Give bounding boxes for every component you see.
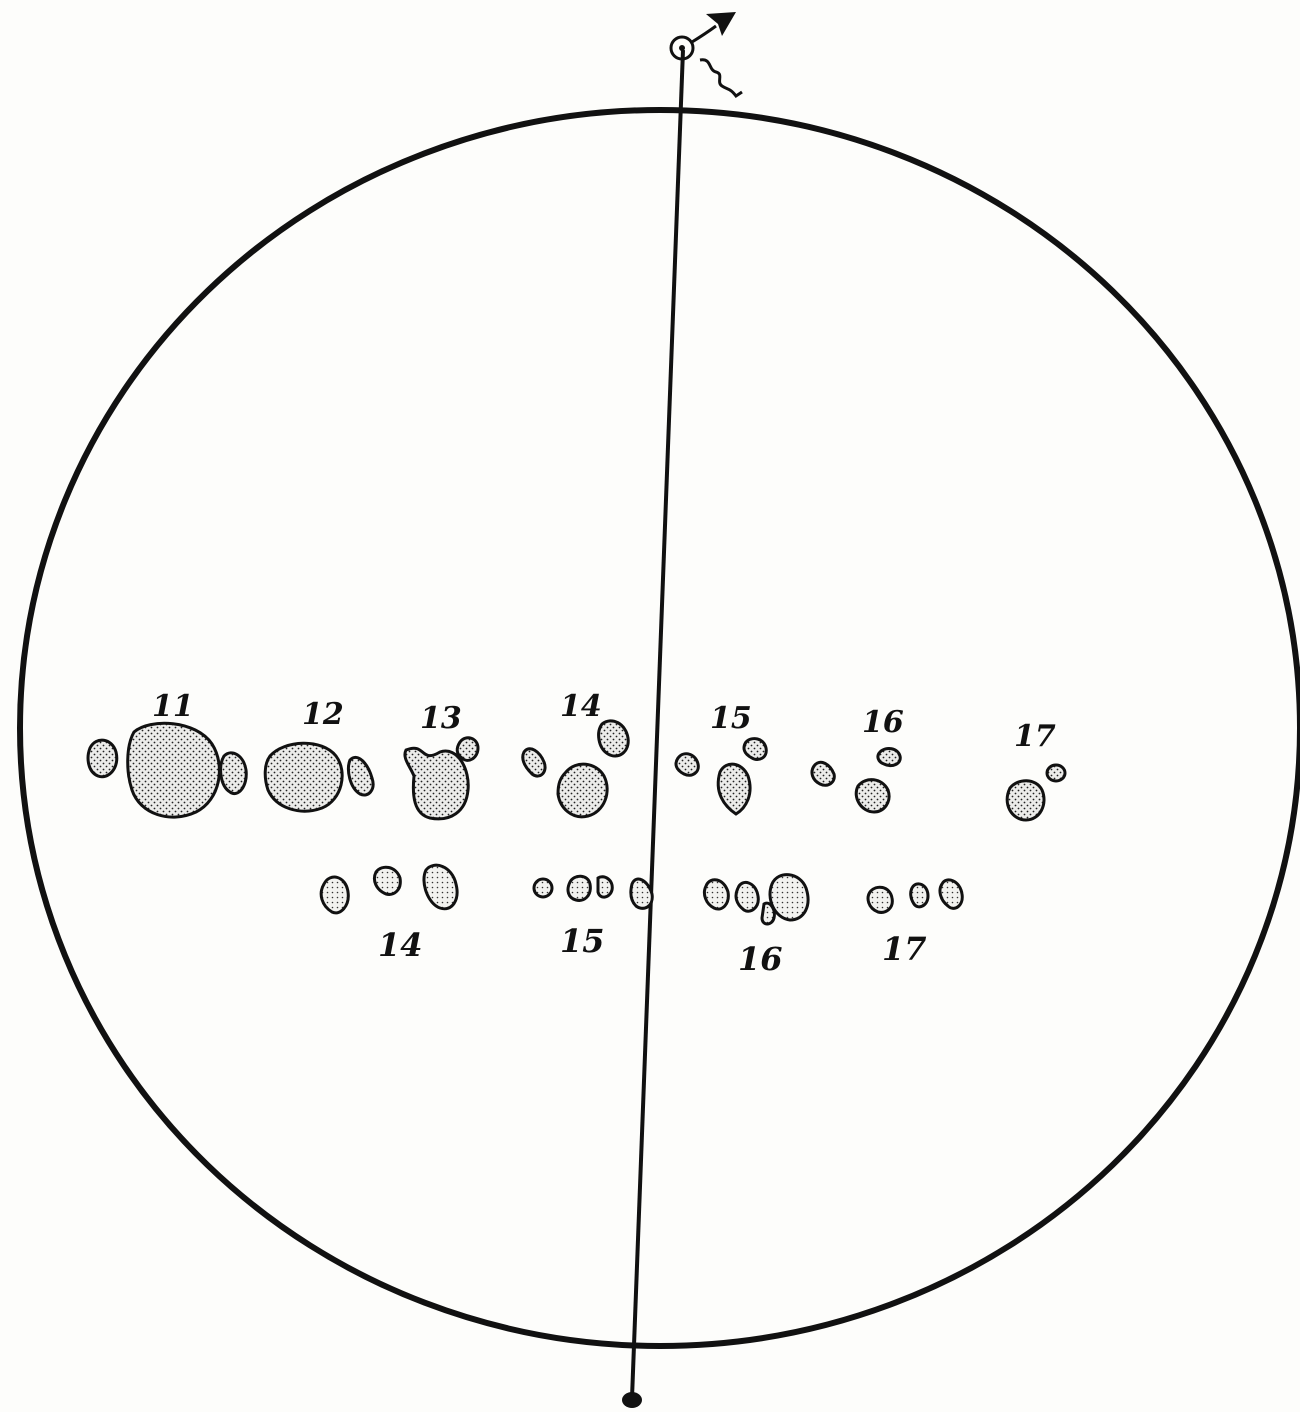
spot [736, 882, 758, 911]
spot [534, 879, 552, 897]
spot [598, 877, 612, 897]
spot [911, 884, 928, 907]
day-label: 13 [420, 701, 462, 736]
lower-spot-group [321, 865, 962, 924]
upper-spot-group [88, 721, 1065, 820]
filled-dot-icon [622, 1392, 642, 1408]
day-label: 16 [862, 705, 904, 740]
spot [221, 753, 247, 794]
spot [940, 880, 962, 908]
spot [265, 743, 342, 811]
spot [718, 764, 750, 814]
spot [88, 740, 117, 777]
day-label: 14 [378, 926, 423, 964]
spot [128, 723, 220, 817]
spot [744, 739, 766, 760]
spot [676, 754, 698, 776]
spot [348, 757, 373, 795]
day-label: 15 [560, 922, 605, 960]
spot [558, 764, 607, 817]
spot [321, 877, 348, 913]
spot [599, 721, 629, 756]
lower-row-labels: 14 15 16 17 [378, 922, 927, 978]
spot [1047, 765, 1065, 781]
day-label: 17 [882, 930, 927, 968]
spot [405, 748, 468, 819]
spot [1007, 781, 1044, 820]
spot [457, 738, 478, 761]
spot [770, 875, 808, 920]
spot [704, 880, 728, 909]
spot [374, 867, 400, 894]
spot [812, 762, 834, 785]
rotation-axis-line [632, 50, 683, 1398]
spot [878, 749, 900, 766]
day-label: 17 [1014, 719, 1056, 754]
wavy-line-icon [700, 60, 742, 96]
solar-disc-outline [20, 110, 1300, 1346]
spot [424, 865, 457, 909]
spot [868, 887, 892, 912]
spot [523, 749, 545, 776]
arrowhead-icon [692, 12, 736, 42]
day-label: 11 [152, 689, 194, 724]
spot [631, 879, 652, 908]
day-label: 16 [738, 940, 783, 978]
day-label: 14 [560, 689, 602, 724]
day-label: 12 [302, 697, 344, 732]
day-label: 15 [710, 701, 752, 736]
spot [568, 876, 590, 900]
spot [856, 780, 889, 812]
